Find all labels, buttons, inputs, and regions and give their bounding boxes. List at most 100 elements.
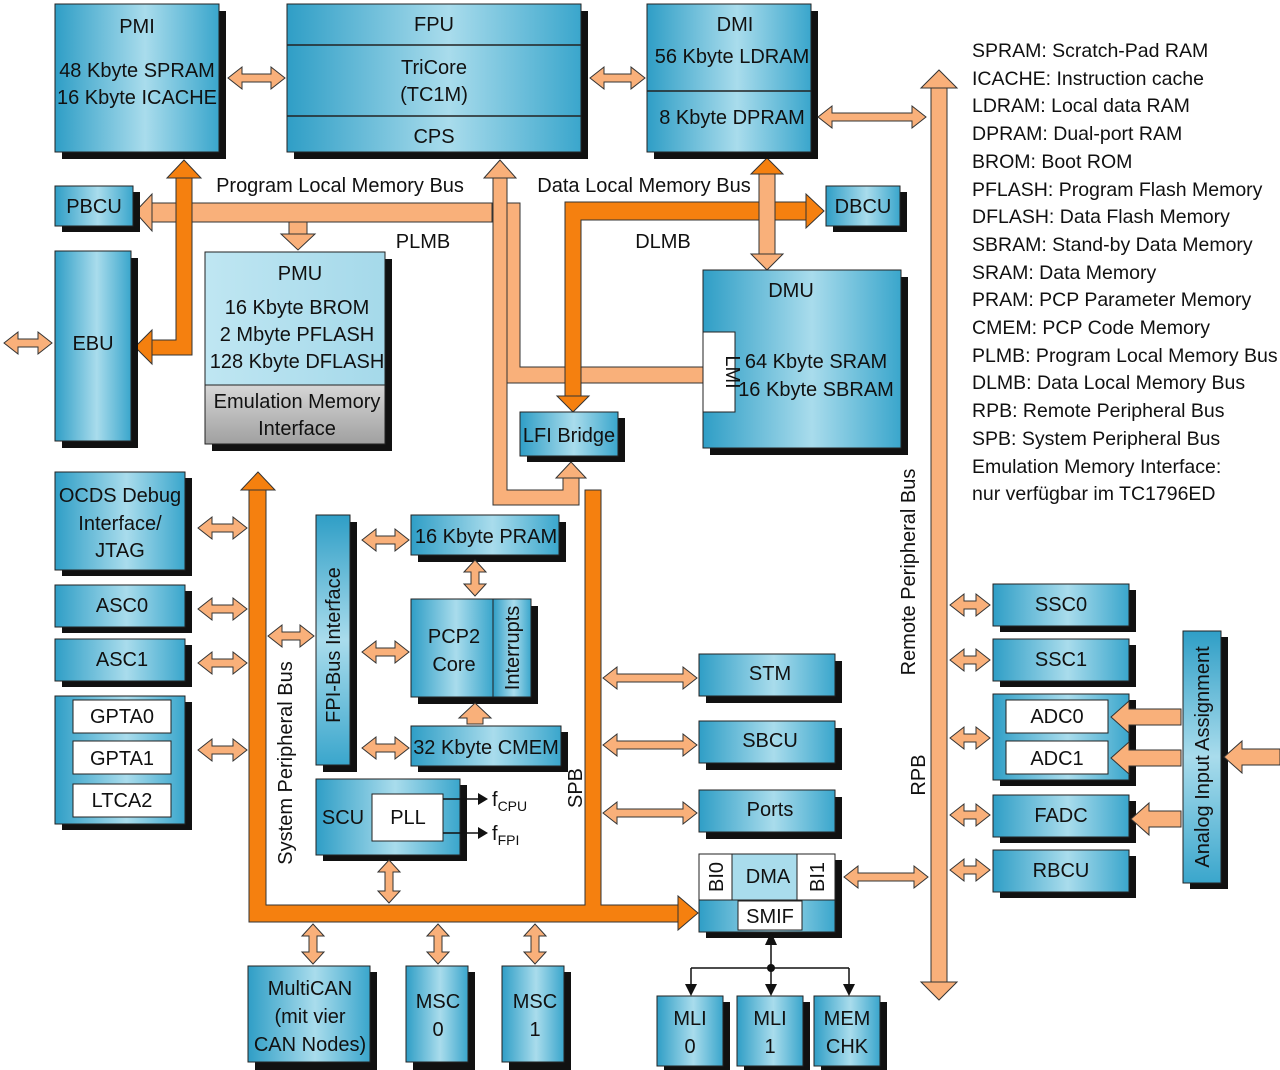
pmi-title: PMI — [119, 16, 155, 38]
asc1-spb-arrow — [197, 650, 248, 676]
ocds-line3: JTAG — [95, 540, 145, 562]
pram-label: 16 Kbyte PRAM — [415, 526, 557, 548]
dpram-rpb-arrow — [817, 104, 927, 130]
emu-line1: Emulation Memory — [214, 391, 381, 413]
ssc0-block[interactable] — [992, 583, 1130, 627]
gpta0-block[interactable] — [72, 699, 172, 734]
legend-item: SBRAM: Stand-by Data Memory — [972, 233, 1253, 256]
multican-block[interactable] — [247, 965, 371, 1063]
scu-label: SCU — [322, 807, 364, 829]
legend-item: PRAM: PCP Parameter Memory — [972, 289, 1252, 312]
lmi-block[interactable] — [702, 331, 736, 413]
ebu-block[interactable] — [54, 250, 132, 442]
ocds-block[interactable] — [54, 471, 186, 571]
connection-arrows — [3, 65, 1280, 965]
ebu-external-arrow — [3, 330, 53, 356]
bi1-block[interactable] — [796, 853, 836, 901]
ssc1-label: SSC1 — [1035, 649, 1087, 671]
smif-block[interactable] — [737, 900, 803, 931]
signal-arrowheads — [478, 793, 855, 996]
dmu-sram: 64 Kbyte SRAM — [745, 351, 887, 373]
spb-sbcu-arrow — [602, 732, 698, 758]
dbcu-block[interactable] — [825, 185, 901, 227]
msc1-block[interactable] — [501, 965, 565, 1063]
pmu-arrowhead — [279, 233, 317, 251]
msc0-block[interactable] — [405, 965, 469, 1063]
msc0-line2: 0 — [432, 1019, 443, 1041]
asc0-block[interactable] — [54, 584, 186, 628]
analog-adc1-arrow — [1110, 740, 1182, 776]
asc1-block[interactable] — [54, 638, 186, 682]
rpb-rbcu-arrow — [949, 857, 991, 883]
rpb-label: RPB — [908, 754, 930, 795]
ebu-label: EBU — [72, 333, 113, 355]
spb-multican-arrow — [300, 923, 326, 965]
ltca2-label: LTCA2 — [92, 790, 153, 812]
legend-item: DLMB: Data Local Memory Bus — [972, 372, 1246, 395]
ssc1-block[interactable] — [992, 638, 1130, 682]
pmu-block[interactable] — [204, 251, 386, 386]
interrupts-block[interactable] — [492, 598, 532, 698]
fadc-block[interactable] — [992, 794, 1130, 838]
spb-label: SPB — [565, 768, 587, 808]
pram-block[interactable] — [410, 514, 560, 556]
rpb-ssc0-arrow — [949, 592, 991, 618]
mli0-line1: MLI — [673, 1008, 706, 1030]
stm-block[interactable] — [698, 653, 836, 697]
bi0-label: BI0 — [706, 862, 728, 892]
dmu-title: DMU — [768, 280, 814, 302]
pbcu-arrowhead — [134, 192, 153, 233]
fpu-label: FPU — [414, 14, 454, 36]
plmb-long-label: Program Local Memory Bus — [216, 175, 464, 197]
plmb-bus — [149, 202, 493, 223]
sbcu-block[interactable] — [698, 720, 836, 764]
core-label: Core — [432, 654, 475, 676]
pmi-icache: 16 Kbyte ICACHE — [57, 87, 217, 109]
legend-item: SPB: System Peripheral Bus — [972, 427, 1221, 450]
ocds-line2: Interface/ — [78, 513, 162, 535]
gpta1-block[interactable] — [72, 740, 172, 775]
legend-item: CMEM: PCP Code Memory — [972, 317, 1211, 340]
cpu-block[interactable] — [286, 3, 582, 153]
ltca2-block[interactable] — [72, 783, 172, 818]
analog-input-arrow — [1223, 739, 1280, 775]
pll-block[interactable] — [371, 793, 444, 842]
emulation-memory-interface[interactable] — [204, 384, 386, 445]
adc1-block[interactable] — [1005, 740, 1109, 775]
pmi-block[interactable] — [54, 3, 220, 153]
mli0-block[interactable] — [656, 995, 724, 1067]
rpb-adc-arrow — [949, 725, 991, 751]
ports-block[interactable] — [698, 789, 836, 833]
adc0-block[interactable] — [1005, 699, 1109, 734]
legend-item: nur verfügbar im TC1796ED — [972, 483, 1216, 506]
rpb-fadc-arrow — [949, 802, 991, 828]
dmu-block[interactable] — [702, 269, 902, 449]
fcpu-label: fCPU — [492, 789, 527, 814]
dmi-block[interactable] — [646, 3, 812, 153]
legend-item: Emulation Memory Interface: — [972, 455, 1222, 478]
spb-bus — [248, 486, 681, 923]
dbcu-arrowhead — [805, 192, 825, 230]
bi0-block[interactable] — [698, 853, 733, 901]
memchk-line1: MEM — [824, 1008, 871, 1030]
dmu-sbram: 16 Kbyte SBRAM — [738, 379, 894, 401]
adc0-label: ADC0 — [1030, 706, 1083, 728]
cmem-pcp-arrow — [457, 702, 493, 725]
lfi-bridge-block[interactable] — [519, 411, 619, 457]
rpb-long-label: Remote Peripheral Bus — [898, 469, 920, 676]
multican-line3: CAN Nodes) — [254, 1034, 366, 1056]
dma-rpb-arrow — [843, 864, 929, 890]
fpi-bus-interface-block[interactable] — [315, 514, 351, 766]
rbcu-block[interactable] — [992, 849, 1130, 893]
analog-input-assignment-block[interactable] — [1182, 630, 1222, 884]
cmem-block[interactable] — [410, 725, 562, 767]
stm-label: STM — [749, 663, 791, 685]
msc1-line1: MSC — [513, 991, 557, 1013]
mli1-block[interactable] — [736, 995, 804, 1067]
memchk-block[interactable] — [813, 995, 881, 1067]
pcp2-core-block[interactable] — [410, 598, 494, 698]
smif-label: SMIF — [746, 906, 794, 928]
pbcu-block[interactable] — [54, 185, 134, 227]
analog-label: Analog Input Assignment — [1192, 646, 1214, 868]
gpta1-label: GPTA1 — [90, 748, 154, 770]
